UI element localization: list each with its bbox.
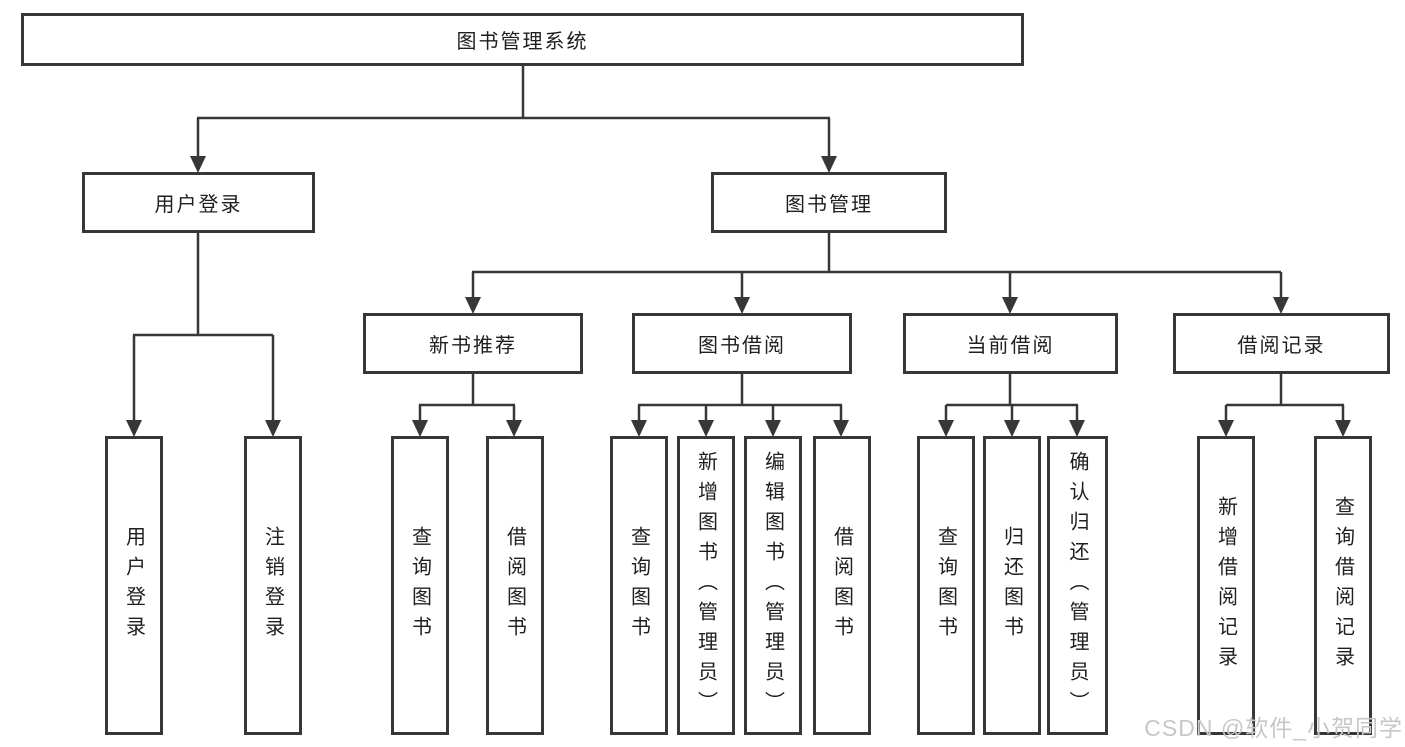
leaf-logout: 注销登录 bbox=[244, 436, 302, 735]
leaf-add-books-admin: 新增图书（管理员） bbox=[677, 436, 735, 735]
node-borrowing-records: 借阅记录 bbox=[1173, 313, 1390, 374]
leaf-confirm-return-admin: 确认归还（管理员） bbox=[1047, 436, 1108, 735]
leaf-return-books: 归还图书 bbox=[983, 436, 1041, 735]
leaf-add-borrow-record: 新增借阅记录 bbox=[1197, 436, 1255, 735]
leaf-query-books-current: 查询图书 bbox=[917, 436, 975, 735]
leaf-user-login: 用户登录 bbox=[105, 436, 163, 735]
node-user-login: 用户登录 bbox=[82, 172, 315, 233]
leaf-query-books-borrow: 查询图书 bbox=[610, 436, 668, 735]
node-book-management: 图书管理 bbox=[711, 172, 947, 233]
node-root-library-management-system: 图书管理系统 bbox=[21, 13, 1024, 66]
node-current-borrowing: 当前借阅 bbox=[903, 313, 1118, 374]
leaf-query-books-recommend: 查询图书 bbox=[391, 436, 449, 735]
leaf-edit-books-admin: 编辑图书（管理员） bbox=[744, 436, 802, 735]
csdn-watermark: CSDN @软件_小贺同学 bbox=[1144, 715, 1403, 741]
leaf-borrow-books-recommend: 借阅图书 bbox=[486, 436, 544, 735]
leaf-borrow-books: 借阅图书 bbox=[813, 436, 871, 735]
node-new-book-recommendation: 新书推荐 bbox=[363, 313, 583, 374]
leaf-query-borrow-record: 查询借阅记录 bbox=[1314, 436, 1372, 735]
node-book-borrowing: 图书借阅 bbox=[632, 313, 852, 374]
